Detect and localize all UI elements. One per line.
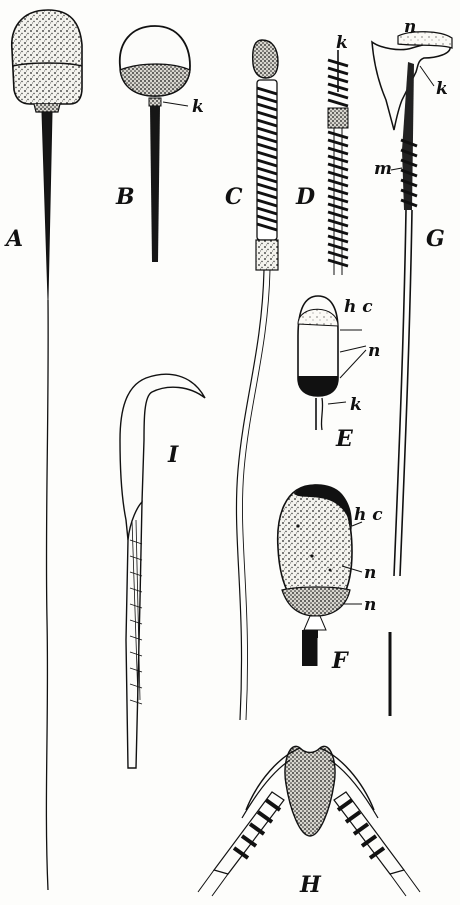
label-e-n: n	[368, 341, 380, 361]
specimen-g	[372, 32, 452, 576]
label-e-hc: h c	[344, 297, 373, 317]
label-d-k: k	[336, 33, 348, 53]
specimen-a	[12, 10, 82, 890]
label-f-n1: n	[364, 563, 376, 583]
label-f-hc: h c	[354, 505, 383, 525]
label-c: C	[225, 184, 243, 210]
label-i: I	[167, 442, 179, 468]
specimen-i	[120, 374, 205, 768]
label-b-k: k	[192, 97, 204, 117]
label-h: H	[299, 872, 322, 898]
label-g: G	[426, 226, 445, 252]
label-g-n: n	[404, 17, 416, 37]
label-d: D	[295, 184, 315, 210]
label-g-m: m	[374, 159, 392, 179]
label-a: A	[4, 226, 23, 252]
specimen-f	[278, 484, 362, 666]
label-g-k: k	[436, 79, 448, 99]
specimen-d	[328, 50, 348, 275]
label-f: F	[331, 648, 349, 674]
label-b: B	[115, 184, 135, 210]
label-e-k: k	[350, 395, 362, 415]
label-e: E	[335, 426, 354, 452]
label-f-n2: n	[364, 595, 376, 615]
specimen-b	[120, 26, 190, 262]
specimen-c	[236, 40, 278, 720]
